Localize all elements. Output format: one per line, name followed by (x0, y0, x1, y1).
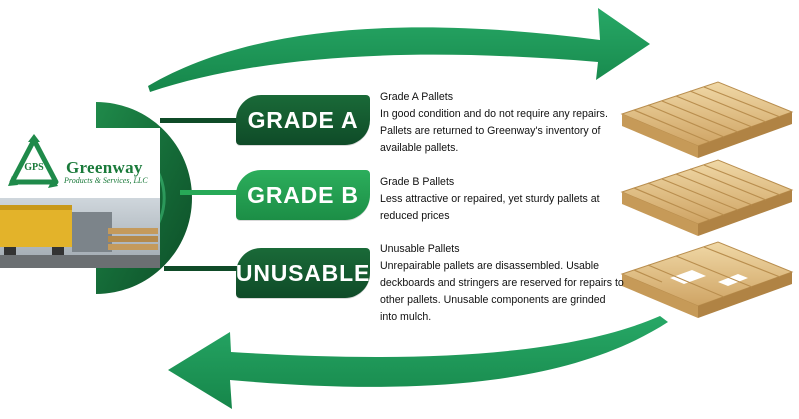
recycle-icon (9, 137, 59, 185)
grade-a-description-block: Grade A Pallets In good condition and do… (380, 89, 625, 157)
grade-b-description-block: Grade B Pallets Less attractive or repai… (380, 174, 625, 225)
logo-subtitle: Products & Services, LLC (64, 176, 148, 185)
logo-initials: GPS (24, 162, 44, 173)
connector-grade-b (180, 190, 240, 195)
unusable-label: UNUSABLE (236, 248, 370, 298)
bottom-arrow-icon (168, 316, 668, 409)
top-arrow-icon (148, 8, 650, 92)
grade-b-title: Grade B Pallets (380, 176, 455, 188)
logo-name: Greenway (66, 158, 143, 177)
unusable-title: Unusable Pallets (380, 243, 460, 255)
grade-b-description: Less attractive or repaired, yet sturdy … (380, 193, 600, 222)
grade-ring (96, 102, 192, 294)
grade-a-description: In good condition and do not require any… (380, 108, 608, 154)
pallet-icon-b (620, 159, 794, 236)
grade-a-label: GRADE A (236, 95, 370, 145)
unusable-description-block: Unusable Pallets Unrepairable pallets ar… (380, 241, 625, 326)
unusable-description: Unrepairable pallets are disassembled. U… (380, 260, 624, 323)
pallet-icon-a (620, 81, 794, 158)
grade-b-label: GRADE B (236, 170, 370, 220)
pallet-icon-unusable (620, 241, 794, 318)
connector-unusable (164, 266, 240, 271)
connector-grade-a (160, 118, 240, 123)
grade-a-title: Grade A Pallets (380, 91, 454, 103)
logo-card (0, 128, 160, 268)
